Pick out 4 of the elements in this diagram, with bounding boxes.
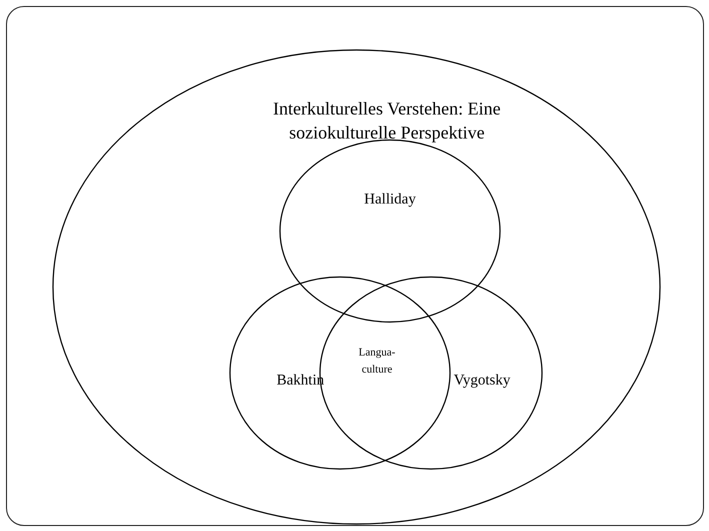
overlap-label: Langua- culture xyxy=(358,346,396,377)
circle-label: Vygotsky xyxy=(454,372,510,390)
ellipse-label: Interkulturelles Verstehen: Eine soziokulturelle Perspektive xyxy=(272,98,502,146)
circle-label: Halliday xyxy=(364,192,416,209)
